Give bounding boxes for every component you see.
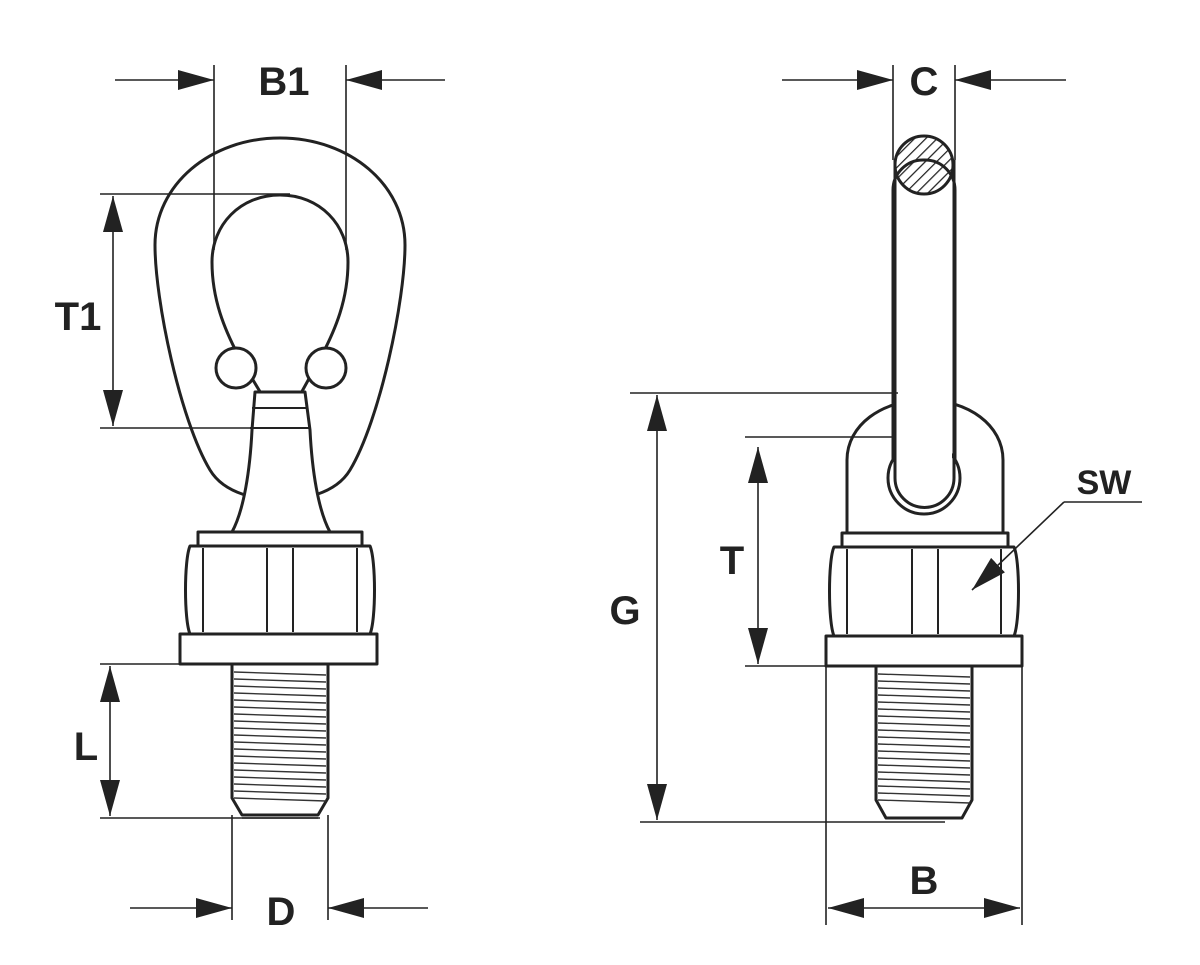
thread-line <box>877 680 971 685</box>
thread-line <box>877 673 971 678</box>
nut-top-collar-side <box>840 531 1010 549</box>
ring-cross-section <box>893 134 955 196</box>
bolt-threads-front <box>233 671 327 802</box>
thread-line <box>233 783 327 788</box>
sw-label: SW <box>1077 464 1133 502</box>
thread-line <box>877 757 971 762</box>
thread-line <box>877 799 971 804</box>
thread-line <box>233 797 327 802</box>
thread-line <box>877 722 971 727</box>
thread-line <box>877 771 971 776</box>
d-label: D <box>267 890 296 934</box>
thread-line <box>233 713 327 718</box>
thread-line <box>233 692 327 697</box>
thread-line <box>233 748 327 753</box>
thread-line <box>233 776 327 781</box>
sw-leader-arrow <box>971 501 1065 591</box>
thread-line <box>877 750 971 755</box>
left-pin-ball <box>214 346 258 390</box>
thread-line <box>233 685 327 690</box>
thread-line <box>877 694 971 699</box>
nut-base-flange <box>178 632 379 666</box>
right-pin-ball <box>304 346 348 390</box>
nut-top-collar <box>196 530 364 548</box>
thread-line <box>233 678 327 683</box>
t1-label: T1 <box>55 295 102 339</box>
g-label: G <box>609 589 640 633</box>
nut-base-flange-side <box>824 634 1024 668</box>
thread-line <box>233 762 327 767</box>
thread-line <box>233 790 327 795</box>
thread-line <box>233 671 327 676</box>
b1-label: B1 <box>258 60 309 104</box>
thread-line <box>877 701 971 706</box>
bolt-threads-side <box>877 673 971 804</box>
thread-line <box>877 708 971 713</box>
thread-line <box>877 792 971 797</box>
hex-nut-body <box>184 544 376 636</box>
thread-line <box>877 736 971 741</box>
thread-line <box>233 720 327 725</box>
thread-line <box>233 727 327 732</box>
ring-bar-bottom <box>893 477 956 509</box>
thread-line <box>877 715 971 720</box>
front-view: B1 T1 L D <box>55 60 445 934</box>
thread-line <box>233 769 327 774</box>
thread-line <box>877 743 971 748</box>
thread-line <box>233 734 327 739</box>
thread-line <box>877 729 971 734</box>
thread-line <box>877 785 971 790</box>
thread-line <box>877 687 971 692</box>
thread-line <box>877 764 971 769</box>
l-label: L <box>74 725 98 769</box>
hex-nut-body-side <box>828 545 1020 638</box>
thread-line <box>233 741 327 746</box>
side-view: C G T SW B <box>609 60 1142 925</box>
t-label: T <box>720 539 744 583</box>
ring-bar-fill <box>896 300 952 475</box>
thread-line <box>233 755 327 760</box>
thread-line <box>877 778 971 783</box>
b-label: B <box>910 859 939 903</box>
c-label: C <box>910 60 939 104</box>
thread-line <box>233 706 327 711</box>
thread-line <box>233 699 327 704</box>
